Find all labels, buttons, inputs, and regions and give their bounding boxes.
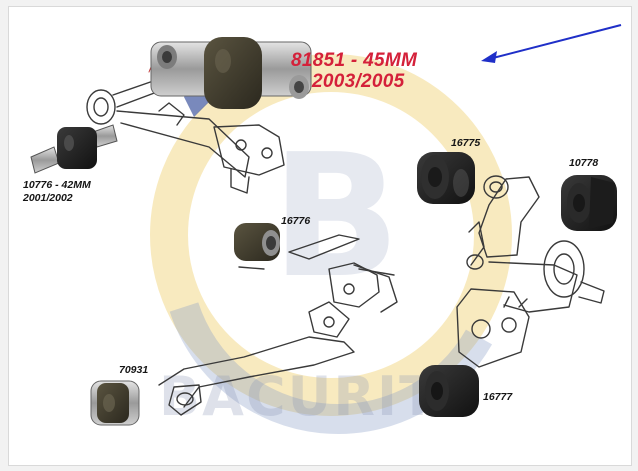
label-10778: 10778	[569, 157, 599, 169]
label-16776: 16776	[281, 215, 311, 227]
bushing-10776	[30, 124, 118, 174]
watermark-letter: B	[271, 118, 401, 316]
parts-drawing	[86, 24, 622, 416]
diagram-canvas: B BACURITY	[8, 6, 632, 466]
main-part-number: 81851 - 45MM	[291, 50, 418, 71]
label-16777: 16777	[483, 391, 513, 403]
bushing-10778	[561, 175, 617, 231]
pointer-arrow	[481, 24, 622, 63]
bushing-16776	[234, 223, 280, 261]
label-70931: 70931	[119, 364, 149, 376]
bushing-16775	[417, 152, 475, 204]
main-part-years: 2003/2005	[312, 71, 405, 92]
label-16775: 16775	[451, 137, 481, 149]
lower-arm-drawing	[158, 234, 398, 416]
bushing-70931	[90, 380, 140, 426]
watermark-ring-yellow	[150, 54, 512, 416]
knuckle-drawing	[456, 175, 605, 368]
label-10776: 10776 - 42MM	[23, 179, 91, 191]
bushing-81851	[150, 37, 312, 109]
label-10776-years: 2001/2002	[23, 192, 73, 204]
bushing-16777	[419, 365, 479, 417]
bushings	[30, 37, 617, 426]
